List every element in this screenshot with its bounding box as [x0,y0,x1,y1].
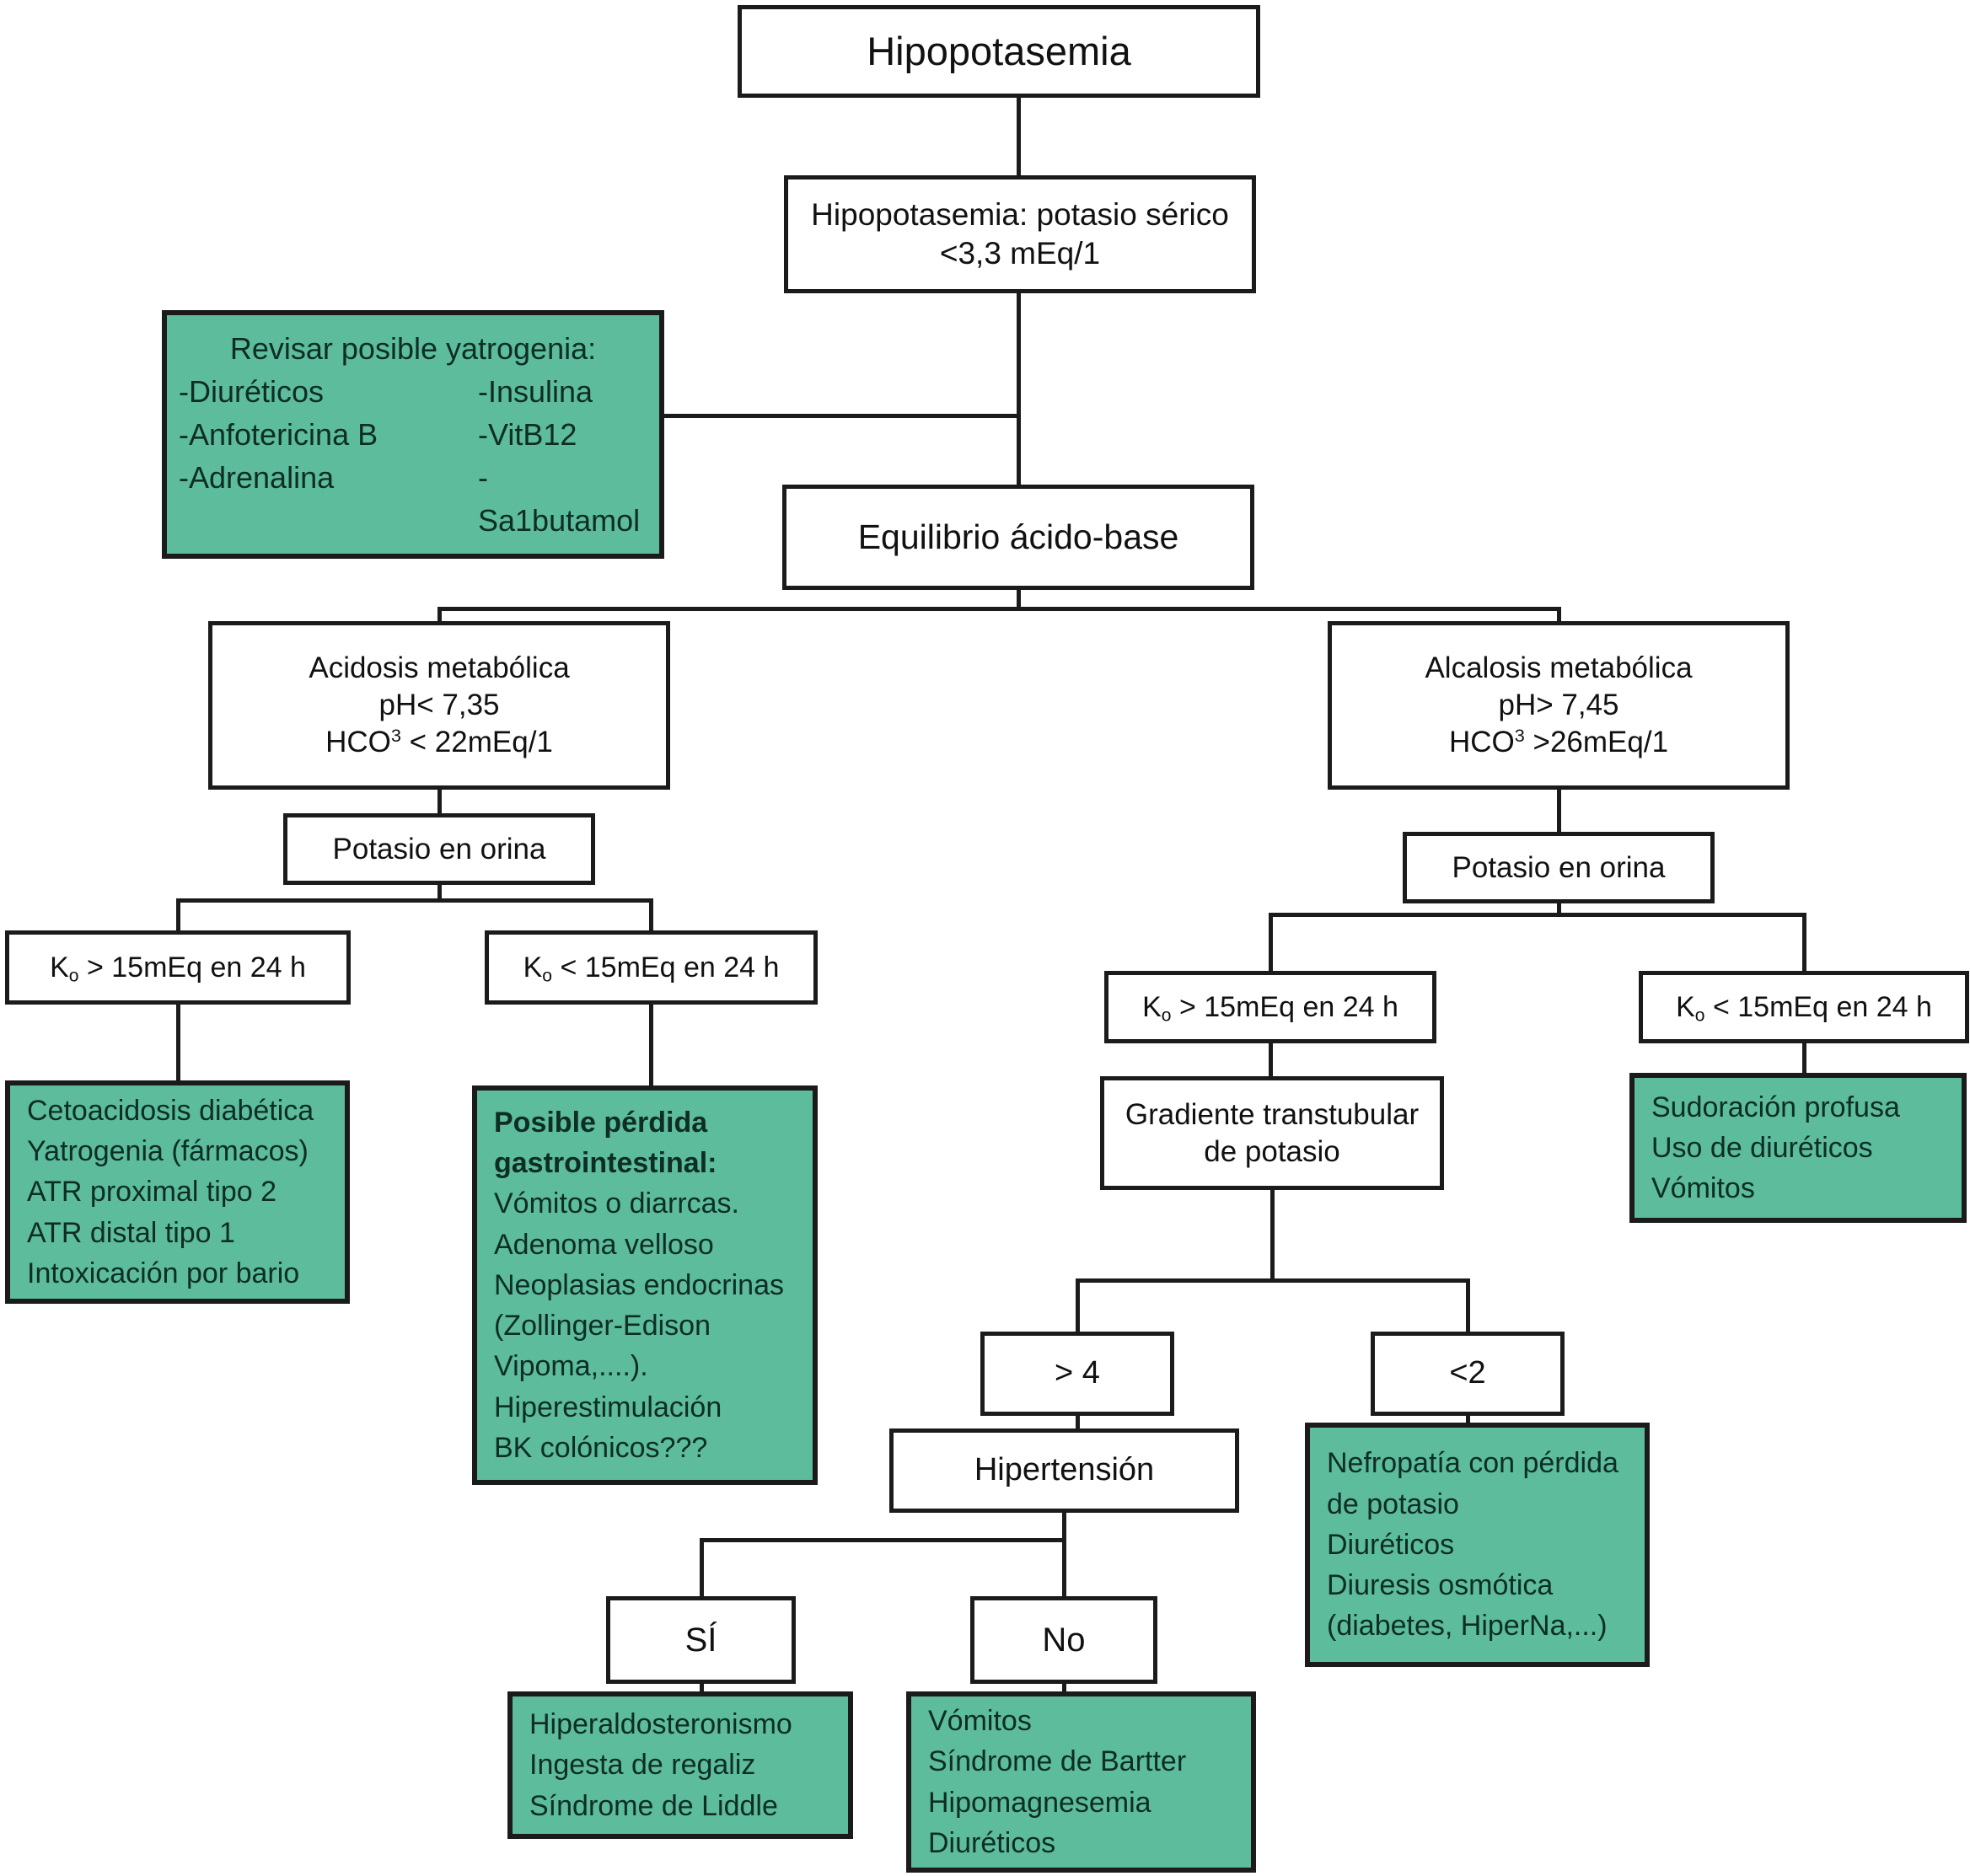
acidosis-line3: HCO3 < 22mEq/1 [325,724,553,758]
node-acidosis: Acidosis metabólica pH< 7,35 HCO3 < 22mE… [208,621,670,790]
node-nefropatia: Nefropatía con pérdida de potasio Diurét… [1305,1423,1650,1667]
node-equilibrio: Equilibrio ácido-base [782,485,1254,590]
node-gradiente: Gradiente transtubular de potasio [1100,1076,1444,1190]
connector-line [1557,900,1561,916]
connector-line [1269,913,1806,917]
superscript-3: 3 [390,724,401,746]
yatrogenia-col2: -Insulina -VitB12 -Sa1butamol [478,373,641,539]
yatrogenia-title: Revisar posible yatrogenia: [229,330,597,366]
node-menor-2: <2 [1371,1332,1565,1416]
subscript-o: o [1161,1005,1172,1026]
connector-line [1017,292,1021,487]
connector-line [1017,588,1021,610]
connector-line [649,898,653,930]
node-alcalosis: Alcalosis metabólica pH> 7,45 HCO3 >26mE… [1328,621,1790,790]
node-potasio-orina-left: Potasio en orina [283,813,595,885]
definition-line1: Hipopotasemia: potasio sérico [811,196,1229,232]
connector-line [649,1001,653,1087]
acidosis-line1: Acidosis metabólica [309,651,570,685]
node-k-mayor-left: Ko > 15mEq en 24 h [5,930,351,1005]
connector-line [700,1538,1066,1542]
connector-line [1076,1414,1080,1431]
connector-line [1802,913,1806,971]
connector-line [176,898,180,930]
acidosis-line2: pH< 7,35 [378,689,500,722]
connector-line [1062,1682,1066,1694]
node-vomitos-bartter: Vómitos Síndrome de Bartter Hipomagnesem… [906,1691,1256,1873]
connector-line [1269,913,1273,971]
node-cetoacidosis: Cetoacidosis diabética Yatrogenia (fárma… [5,1080,350,1304]
node-si: SÍ [606,1596,796,1684]
node-k-mayor-right: Ko > 15mEq en 24 h [1104,971,1436,1043]
connector-line [1557,788,1561,832]
subscript-o: o [68,966,79,986]
alcalosis-line3: HCO3 >26mEq/1 [1448,724,1669,758]
connector-line [700,1682,704,1694]
connector-line [437,883,442,902]
definition-line2: <3,3 mEq/1 [939,236,1101,271]
connector-line [1076,1278,1080,1333]
connector-line [437,607,1561,611]
connector-line [1270,1188,1275,1283]
connector-line [663,414,1020,418]
connector-line [437,788,442,815]
node-sudoracion: Sudoración profusa Uso de diuréticos Vóm… [1629,1073,1967,1223]
node-k-menor-left: Ko < 15mEq en 24 h [485,930,818,1005]
subscript-o: o [542,966,553,986]
subscript-o: o [1694,1005,1705,1026]
node-potasio-orina-right: Potasio en orina [1403,832,1715,903]
connector-line [1802,1042,1806,1075]
connector-line [1062,1538,1066,1597]
connector-line [1017,96,1021,179]
connector-line [1062,1511,1066,1541]
node-no: No [970,1596,1157,1684]
connector-line [1466,1414,1470,1426]
title-text: Hipopotasemia [867,28,1131,73]
alcalosis-line2: pH> 7,45 [1498,689,1619,722]
connector-line [176,898,653,903]
connector-line [1269,1042,1273,1078]
connector-line [437,607,442,624]
node-definition: Hipopotasemia: potasio sérico <3,3 mEq/1 [784,175,1256,293]
node-perdida-gastrointestinal: Posible pérdida gastrointestinal: Vómito… [472,1085,818,1485]
node-title: Hipopotasemia [738,5,1260,98]
superscript-3: 3 [1514,724,1525,746]
alcalosis-line1: Alcalosis metabólica [1425,651,1693,685]
connector-line [176,1001,180,1082]
node-hiperaldosteronismo: Hiperaldosteronismo Ingesta de regaliz S… [507,1691,853,1839]
equilibrio-text: Equilibrio ácido-base [857,517,1179,556]
connector-line [1076,1278,1470,1283]
node-hipertension: Hipertensión [889,1428,1239,1513]
node-k-menor-right: Ko < 15mEq en 24 h [1639,971,1969,1043]
connector-line [700,1538,704,1597]
node-yatrogenia: Revisar posible yatrogenia: -Diuréticos … [162,310,664,559]
connector-line [1466,1278,1470,1333]
connector-line [1557,607,1561,624]
yatrogenia-col1: -Diuréticos -Anfotericina B -Adrenalina [179,373,378,496]
node-mayor-4: > 4 [980,1332,1174,1416]
